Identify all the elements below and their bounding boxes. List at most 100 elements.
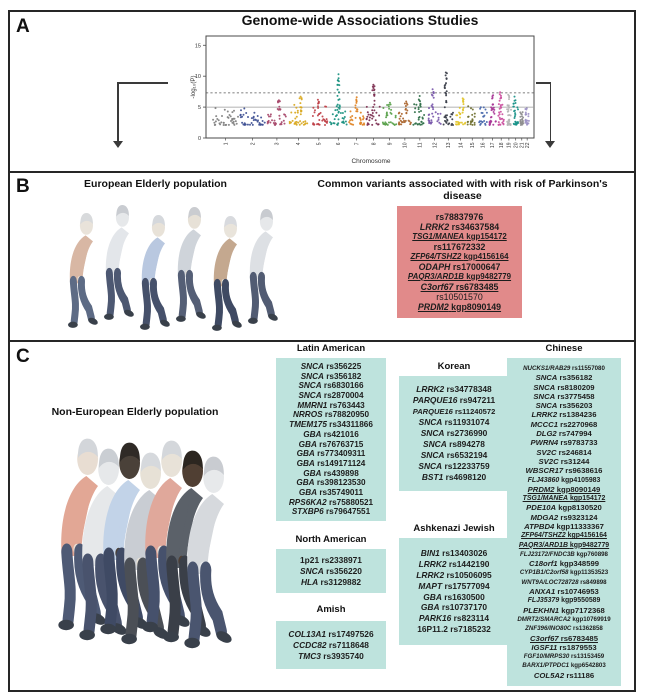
variant-entry: SNCA rs8180209	[533, 383, 594, 392]
variant-id: rs10746953	[557, 587, 599, 597]
variant-entry: TMC3 rs3935740	[298, 651, 364, 662]
variant-entry: TSG1/MANEA kgp154172	[412, 232, 507, 242]
variant-entry: CYP1B1/C2orf58 kgp11353523	[520, 568, 608, 577]
svg-text:2: 2	[250, 142, 256, 145]
variant-entry: DLG2 rs747994	[536, 429, 592, 438]
gene-name: FLJ23172/FNDC3B	[520, 550, 575, 558]
variant-id: rs13153459	[571, 653, 605, 661]
variant-id: rs2870004	[323, 390, 364, 400]
svg-text:10: 10	[195, 74, 201, 80]
svg-text:19: 19	[507, 142, 513, 148]
group-heading-korean: Korean	[437, 361, 471, 372]
variant-id: rs763443	[329, 400, 365, 410]
gene-name: C18orf1	[528, 559, 558, 569]
variant-id: rs34311866	[329, 420, 373, 430]
variant-entry: SNCA rs3775458	[533, 392, 594, 401]
variant-id: rs356182	[559, 373, 593, 383]
group-heading-amish: Amish	[316, 604, 346, 615]
variant-id: rs34637584	[451, 222, 500, 232]
variant-entry: C3orf67 rs6783485	[421, 282, 499, 292]
variant-entry: rs117672332	[434, 242, 486, 252]
gene-name: LRRK2	[416, 569, 445, 580]
variant-entry: PRDM2 kgp8090149	[418, 302, 501, 312]
variant-id: rs1384236	[559, 410, 597, 420]
figure-border	[8, 10, 636, 692]
variant-entry: WBSCR17 rs9638616	[526, 466, 603, 475]
variant-id: rs10501570	[436, 292, 483, 302]
variant-id: kgp154172	[569, 495, 606, 503]
variant-entry: SV2C rs246814	[536, 448, 591, 457]
european-population-heading: European Elderly population	[84, 178, 227, 190]
variant-id: rs3129882	[320, 576, 362, 587]
variant-id: kgp9550589	[561, 597, 601, 605]
variant-entry: PAQR3/ARD1B kgp9482779	[519, 541, 609, 550]
variant-entry: SNCA rs356182	[301, 372, 362, 382]
gene-name: GBA	[296, 449, 315, 459]
variant-id: rs17577094	[444, 580, 490, 591]
gene-name: SNCA	[298, 381, 322, 391]
gene-name: ATPBD4	[524, 522, 555, 531]
gene-name: SNCA	[300, 565, 324, 576]
gene-name: BST1	[421, 472, 444, 482]
variant-entry: COL13A1 rs17497526	[288, 629, 373, 640]
variant-entry: ZNF396/INO80C rs1362858	[525, 624, 603, 633]
variant-entry: SNCA rs6532194	[421, 450, 488, 461]
variant-entry: PAQR3/ARD1B kgp9482779	[408, 272, 511, 282]
variant-entry: GBA rs421016	[303, 430, 359, 440]
svg-text:13: 13	[446, 142, 452, 148]
variant-id: rs7185232	[450, 623, 491, 634]
variant-id: rs6783485	[455, 282, 499, 292]
variant-entry: C18orf1 kgp348599	[529, 559, 599, 568]
variant-entry: PDE10A kgp8130520	[526, 503, 602, 512]
variant-entry: SNCA rs2870004	[298, 391, 363, 401]
gene-name: SNCA	[423, 439, 447, 449]
variant-entry: HLA rs3129882	[301, 577, 361, 588]
variant-entry: SNCA rs356182	[536, 373, 593, 382]
variant-id: rs9783733	[560, 438, 598, 448]
variant-entry: ATPBD4 kgp11333367	[524, 522, 604, 531]
svg-text:17: 17	[490, 142, 496, 148]
variant-id: rs17000647	[452, 262, 501, 272]
svg-text:15: 15	[470, 142, 476, 148]
gene-name: HLA	[300, 576, 319, 587]
variant-entry: GBA rs10737170	[421, 602, 487, 613]
variant-id: rs11186	[566, 670, 595, 680]
gene-name: BIN1	[420, 548, 440, 559]
variant-id: rs1630500	[444, 591, 485, 602]
variant-id: rs6783485	[560, 633, 598, 643]
gene-name: SV2C	[536, 447, 557, 457]
variant-id: kgp4156164	[463, 252, 509, 261]
variant-id: rs8180209	[557, 382, 595, 392]
variant-entry: PARQUE16 rs947211	[413, 395, 495, 406]
elderly-people-european-illustration	[67, 204, 278, 331]
variant-id: kgp9482779	[466, 272, 512, 281]
variant-entry: COL5A2 rs11186	[534, 671, 594, 680]
gene-name: PAQR3/ARD1B	[518, 541, 568, 549]
variant-entry: LRRK2 rs1442190	[419, 559, 490, 570]
group-heading-latin-american: Latin American	[296, 343, 366, 354]
gene-name: SNCA	[533, 382, 556, 392]
variant-id: kgp4156164	[567, 532, 607, 540]
svg-text:5: 5	[317, 142, 323, 145]
variant-id: rs2338971	[321, 554, 362, 565]
panel-divider-a-b	[9, 171, 635, 173]
gene-name: SNCA	[535, 401, 558, 411]
gene-name: SNCA	[533, 391, 556, 401]
svg-text:16: 16	[481, 142, 487, 148]
gene-name: GBA	[423, 591, 442, 602]
variant-entry: LRRK2 rs1384236	[532, 410, 597, 419]
variant-id: rs6532194	[446, 450, 488, 460]
variant-entry: 1p21 rs2338971	[300, 555, 362, 566]
svg-text:1: 1	[223, 142, 229, 145]
variant-id: rs894278	[449, 439, 485, 449]
gene-name: FLJ43860	[527, 476, 560, 484]
gene-name: PAQR3/ARD1B	[407, 272, 465, 281]
variant-entry: GBA rs398123530	[296, 478, 365, 488]
gene-name: DMRT2/SMARCA2	[517, 615, 571, 623]
svg-text:6: 6	[336, 142, 342, 145]
